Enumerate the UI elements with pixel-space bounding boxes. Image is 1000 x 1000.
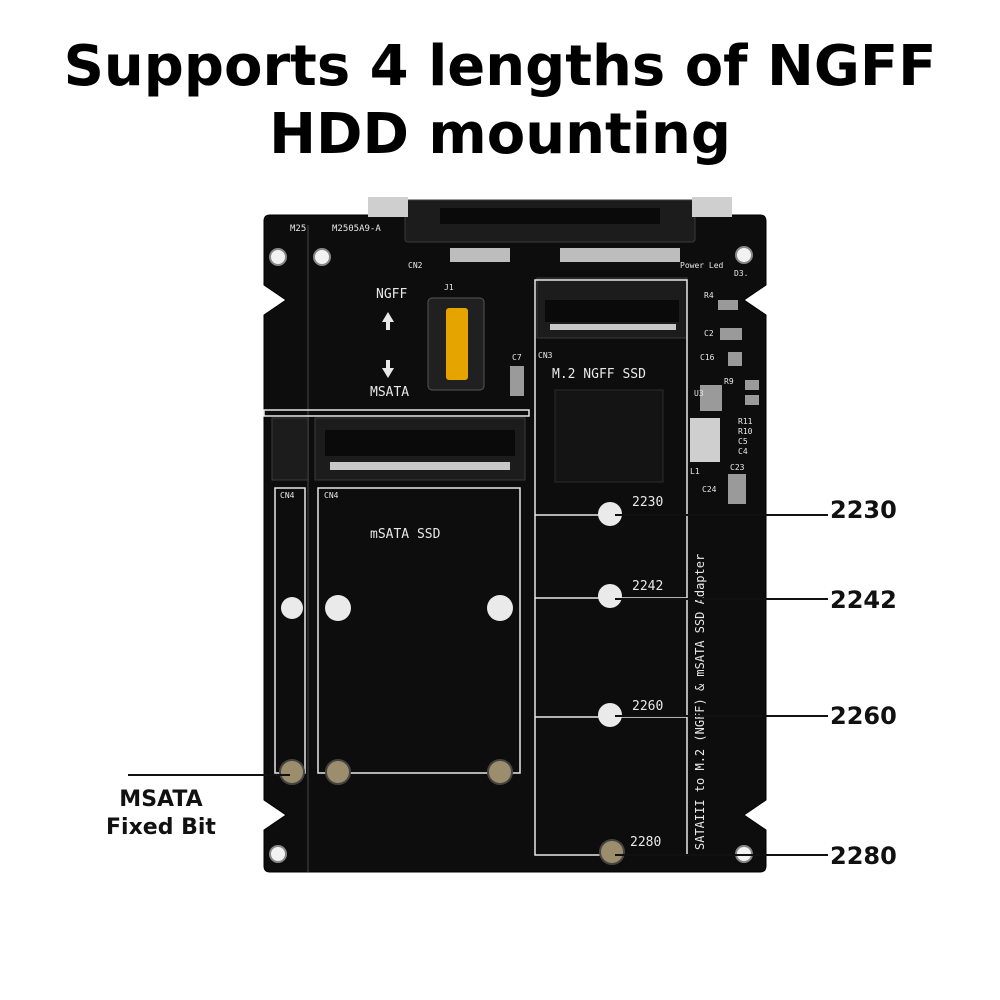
callout-msata-line-2: Fixed Bit bbox=[106, 815, 216, 840]
headline-line-2: HDD mounting bbox=[269, 102, 731, 167]
switch-label-ngff: NGFF bbox=[376, 287, 407, 302]
m2-ngff-label: M.2 NGFF SSD bbox=[552, 367, 646, 382]
controller-chip bbox=[554, 389, 664, 483]
pcb-board bbox=[263, 214, 767, 873]
label-cn2: CN2 bbox=[408, 261, 423, 270]
msata-pins bbox=[330, 462, 510, 470]
sata-right-tab bbox=[692, 197, 732, 217]
msata-hole-right bbox=[487, 595, 513, 621]
label-c16: C16 bbox=[700, 353, 715, 362]
code-board: M2505A9-A bbox=[332, 224, 381, 234]
label-cn4-small: CN4 bbox=[280, 491, 295, 500]
label-c24: C24 bbox=[702, 485, 717, 494]
label-r4: R4 bbox=[704, 291, 714, 300]
silk-2260: 2260 bbox=[632, 699, 663, 714]
msata-fixed-screw-3 bbox=[487, 759, 513, 785]
hole-top-left-2 bbox=[313, 248, 331, 266]
headline-line-1: Supports 4 lengths of NGFF bbox=[63, 34, 937, 99]
standoff-holes bbox=[279, 502, 625, 865]
label-c2: C2 bbox=[704, 329, 714, 338]
label-j1: J1 bbox=[444, 283, 454, 292]
label-d3: D3. bbox=[734, 269, 748, 278]
label-c7: C7 bbox=[512, 353, 522, 362]
callout-2280: 2280 bbox=[830, 842, 897, 870]
switch-label-msata: MSATA bbox=[370, 385, 409, 400]
label-c5: C5 bbox=[738, 437, 748, 446]
msata-connector-slot bbox=[325, 430, 515, 456]
mode-switch-knob bbox=[446, 308, 468, 380]
smd-components bbox=[510, 300, 759, 504]
label-r9: R9 bbox=[724, 377, 734, 386]
sata-pins bbox=[450, 248, 680, 262]
label-r11: R11 bbox=[738, 417, 753, 426]
msata-ssd-label: mSATA SSD bbox=[370, 527, 441, 542]
label-c23: C23 bbox=[730, 463, 745, 472]
standoff-2280 bbox=[599, 839, 625, 865]
callout-msata-fixed: MSATA Fixed Bit bbox=[96, 786, 226, 842]
label-r10: R10 bbox=[738, 427, 753, 436]
arrow-down-icon bbox=[382, 360, 394, 378]
m2-connector-slot bbox=[545, 300, 679, 322]
callout-2242: 2242 bbox=[830, 586, 897, 614]
callout-lines bbox=[128, 514, 828, 856]
standoff-2242 bbox=[598, 584, 622, 608]
sata-left-tab bbox=[368, 197, 408, 217]
adapter-side-text: SATAIII to M.2 (NGFF) & mSATA SSD Adapte… bbox=[693, 554, 707, 850]
standoff-2260 bbox=[598, 703, 622, 727]
silk-2230: 2230 bbox=[632, 495, 663, 510]
callout-2230: 2230 bbox=[830, 496, 897, 524]
arrow-up-icon bbox=[382, 312, 394, 330]
msata-fixed-screw-1 bbox=[279, 759, 305, 785]
standoff-2230 bbox=[598, 502, 622, 526]
msata-connector-small bbox=[271, 417, 309, 481]
label-c4: C4 bbox=[738, 447, 748, 456]
silk-2280: 2280 bbox=[630, 835, 661, 850]
label-l1: L1 bbox=[690, 467, 700, 476]
switch-arrows bbox=[382, 312, 394, 378]
callout-msata-line-1: MSATA bbox=[119, 787, 203, 812]
m2-pins bbox=[550, 324, 676, 330]
hole-top-right bbox=[735, 246, 753, 264]
silk-2242: 2242 bbox=[632, 579, 663, 594]
msata-hole-left bbox=[325, 595, 351, 621]
code-m25: M25 bbox=[290, 224, 306, 234]
label-power-led: Power Led bbox=[680, 261, 724, 270]
hole-top-left bbox=[269, 248, 287, 266]
label-u3: U3 bbox=[694, 389, 704, 398]
msata-hole-small bbox=[281, 597, 303, 619]
msata-fixed-screw-2 bbox=[325, 759, 351, 785]
mounting-holes bbox=[269, 246, 753, 863]
label-cn4: CN4 bbox=[324, 491, 339, 500]
callout-2260: 2260 bbox=[830, 702, 897, 730]
label-cn3: CN3 bbox=[538, 351, 553, 360]
hole-bottom-left bbox=[269, 845, 287, 863]
sata-connector-slot bbox=[440, 208, 660, 224]
